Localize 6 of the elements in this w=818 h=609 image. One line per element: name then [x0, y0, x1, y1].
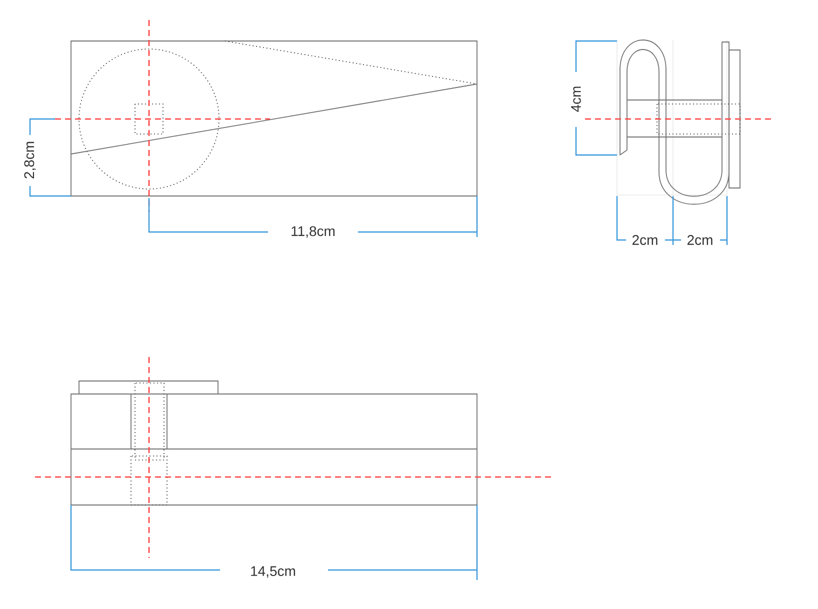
- dimension-label: 11,8cm: [292, 226, 335, 238]
- dimension-label: 14,5cm: [251, 566, 296, 578]
- dimension-label: 2cm: [632, 235, 658, 245]
- dimension-label: 4cm: [571, 86, 581, 112]
- dimension-label: 2,8cm: [24, 142, 36, 178]
- dimension-label: 2cm: [688, 235, 712, 245]
